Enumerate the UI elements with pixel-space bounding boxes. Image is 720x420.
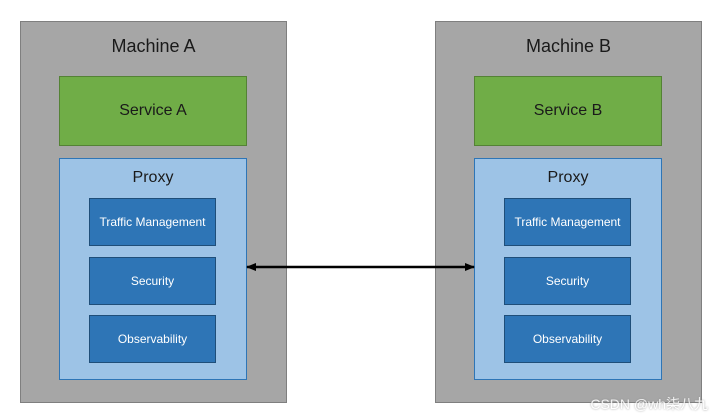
machine-a-title: Machine A	[111, 36, 196, 56]
machine-a-box: Machine A Service A Proxy Traffic Manage…	[20, 21, 287, 403]
proxy-b-title: Proxy	[547, 169, 589, 186]
proxy-a-security: Security	[89, 257, 216, 305]
proxy-a-traffic-management: Traffic Management	[89, 198, 216, 246]
proxy-a-box: Proxy Traffic Management Security Observ…	[59, 158, 247, 380]
service-a-box: Service A	[59, 76, 247, 146]
proxy-b-observability: Observability	[504, 315, 631, 363]
proxy-a-title: Proxy	[132, 169, 174, 186]
watermark: CSDN @wh柒八九	[590, 396, 708, 412]
service-b-box: Service B	[474, 76, 662, 146]
proxy-b-security: Security	[504, 257, 631, 305]
proxy-b-traffic-management: Traffic Management	[504, 198, 631, 246]
proxy-a-observability: Observability	[89, 315, 216, 363]
machine-b-title: Machine B	[525, 36, 612, 56]
machine-b-box: Machine B Service B Proxy Traffic Manage…	[435, 21, 702, 403]
proxy-b-box: Proxy Traffic Management Security Observ…	[474, 158, 662, 380]
